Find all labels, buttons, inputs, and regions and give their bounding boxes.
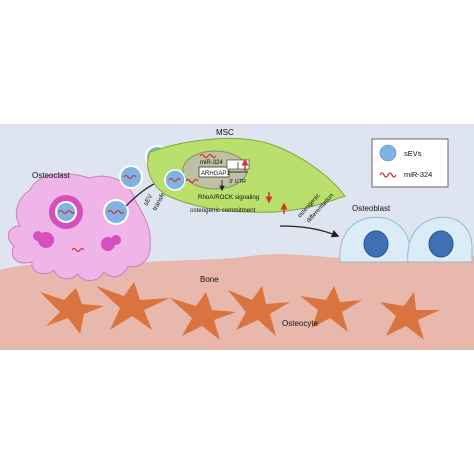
- osteocyte-label: Osteocyte: [282, 319, 319, 328]
- osteocyte-cell: [40, 288, 104, 334]
- osteocyte-cell: [170, 292, 236, 340]
- legend-mirna-icon: [379, 172, 397, 178]
- osteocyte-cell: [300, 286, 362, 332]
- mirna-strand: [168, 177, 181, 183]
- commitment-label: osteogenic commitment: [190, 207, 256, 214]
- vesicle: [164, 169, 186, 191]
- osteocyte-cell: [96, 282, 170, 330]
- mirna-strand: [185, 178, 199, 184]
- osteoblast-label: Osteoblast: [352, 204, 391, 213]
- osteoblast-cell: [339, 216, 411, 263]
- osteogenic-arrow: [279, 225, 340, 238]
- legend-sevs-label: sEVs: [404, 149, 422, 158]
- legend: sEVs miR-324: [371, 138, 449, 188]
- mirna-strand: [71, 247, 85, 253]
- osteoblast-nucleus: [428, 230, 454, 258]
- vesicle: [119, 165, 143, 189]
- osteoclast-cell: [7, 173, 151, 281]
- arhgap-label: ARHGAP1: [201, 171, 230, 177]
- osteoclast-granule: [33, 231, 43, 241]
- legend-mir-label: miR-324: [404, 170, 432, 179]
- osteocyte-cell: [228, 286, 290, 336]
- bone-label: Bone: [200, 275, 219, 284]
- osteoblast-cell: [407, 216, 473, 263]
- mirna-strand: [199, 153, 217, 159]
- osteoclast-label: Osteoclast: [32, 171, 71, 180]
- utr-label: 3' UTR: [229, 179, 246, 185]
- osteoblast-nucleus: [363, 230, 389, 258]
- osteocyte-cell: [380, 292, 440, 340]
- msc-label: MSC: [216, 128, 234, 137]
- mirna-strand: [107, 209, 124, 215]
- msc-cell: miR-324 ARHGAP1 3' UTR RhoA/ROCK signali…: [147, 138, 346, 214]
- osteocyte-network: [40, 282, 440, 340]
- mirna-strand: [123, 174, 137, 180]
- bone-tissue: [0, 254, 474, 350]
- osteoclast-granule: [111, 235, 121, 245]
- mirna-strand: [58, 209, 75, 215]
- vesicle: [55, 201, 77, 223]
- signaling-label: RhoA/ROCK signaling: [198, 194, 260, 201]
- legend-vesicle-icon: [379, 144, 397, 162]
- mir-label: miR-324: [200, 160, 223, 166]
